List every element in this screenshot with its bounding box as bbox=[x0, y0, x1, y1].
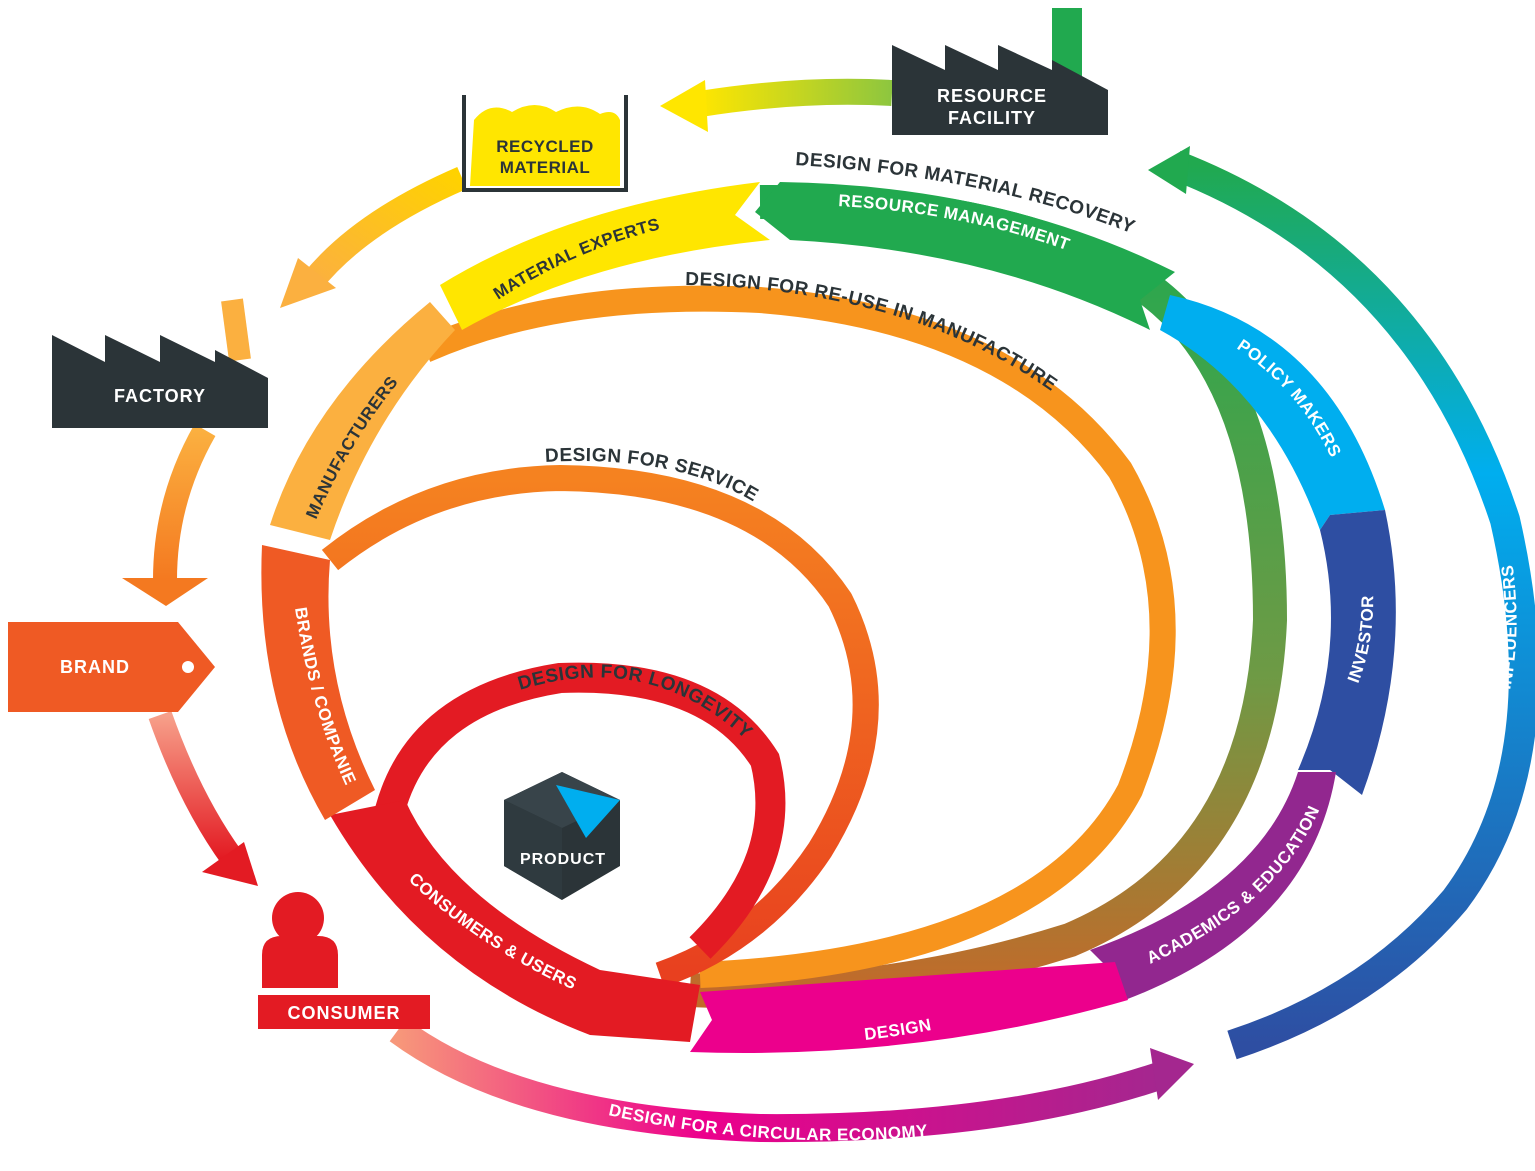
node-label-resource-facility-line2: FACILITY bbox=[948, 108, 1036, 128]
band-investors bbox=[1298, 510, 1396, 795]
node-product: PRODUCT bbox=[504, 772, 620, 900]
loop-reuse-in-manufacture bbox=[419, 285, 1176, 988]
band-resource-management bbox=[755, 182, 1175, 330]
band-consumers-users bbox=[330, 800, 700, 1042]
flow-arrow-consumer-to-circular bbox=[389, 1018, 1194, 1143]
node-factory: FACTORY bbox=[52, 335, 268, 428]
band-policy-makers bbox=[1160, 295, 1385, 530]
box-icon bbox=[504, 772, 620, 900]
node-label-factory: FACTORY bbox=[114, 386, 206, 406]
node-label-recycled-line2: MATERIAL bbox=[500, 158, 591, 177]
node-consumer: CONSUMER bbox=[258, 892, 430, 1029]
flow-arrow-facility-to-recycled bbox=[660, 78, 893, 132]
loop-longevity bbox=[375, 662, 786, 959]
consumer-label-box bbox=[258, 995, 430, 1029]
node-label-consumer: CONSUMER bbox=[287, 1003, 400, 1023]
node-label-brand: BRAND bbox=[60, 657, 130, 677]
flow-arrow-factory-to-brand bbox=[122, 298, 251, 606]
person-icon bbox=[262, 892, 338, 988]
tag-icon bbox=[8, 622, 215, 712]
band-academics-education bbox=[1090, 772, 1336, 1000]
factory-icon bbox=[892, 8, 1108, 135]
flow-arrow-recycled-to-factory bbox=[280, 166, 467, 308]
band-design bbox=[690, 962, 1128, 1053]
band-material-experts bbox=[440, 182, 770, 330]
node-label-product: PRODUCT bbox=[520, 851, 606, 868]
band-influencers bbox=[1148, 146, 1535, 1060]
band-manufacturers bbox=[270, 302, 455, 540]
node-label-resource-facility-line1: RESOURCE bbox=[937, 86, 1047, 106]
node-brand: BRAND bbox=[8, 622, 215, 712]
loop-service bbox=[321, 464, 879, 988]
band-label-influencers: INFLUENCERS bbox=[1495, 564, 1520, 691]
flow-arrow-brand-to-consumer bbox=[148, 711, 258, 886]
node-recycled-material: RECYCLED MATERIAL bbox=[462, 95, 628, 192]
factory-icon bbox=[52, 335, 268, 428]
bin-icon bbox=[462, 95, 628, 192]
node-label-recycled-line1: RECYCLED bbox=[496, 137, 594, 156]
node-resource-facility: RESOURCE FACILITY bbox=[892, 8, 1108, 135]
band-brands-companies bbox=[261, 545, 375, 820]
